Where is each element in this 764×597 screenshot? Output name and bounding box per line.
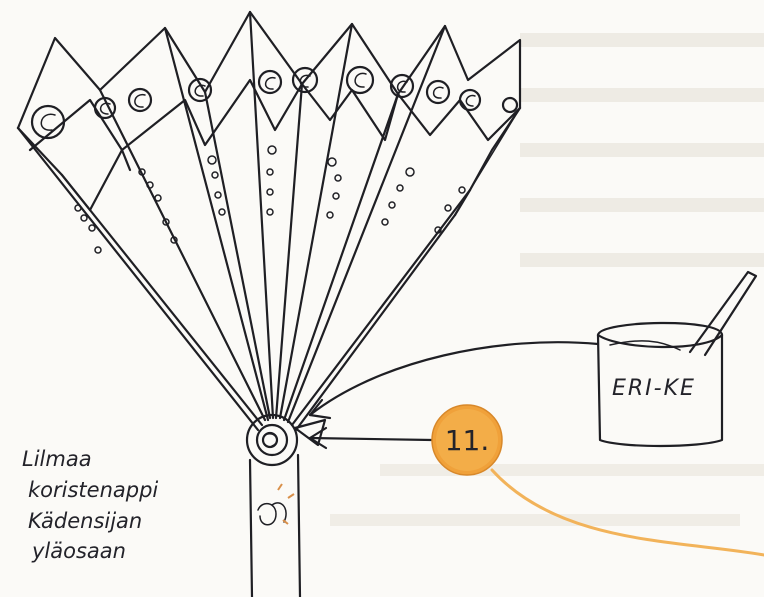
annotation-line-1: Lilmaa <box>22 447 92 471</box>
annotation-line-4: yläosaan <box>31 539 126 563</box>
annotation-line-2: koristenappi <box>28 478 158 502</box>
annotation-line-3: Kädensijan <box>28 509 142 533</box>
glue-pot-label: ERI-KE <box>612 376 696 401</box>
step-number: 11. <box>445 424 490 457</box>
